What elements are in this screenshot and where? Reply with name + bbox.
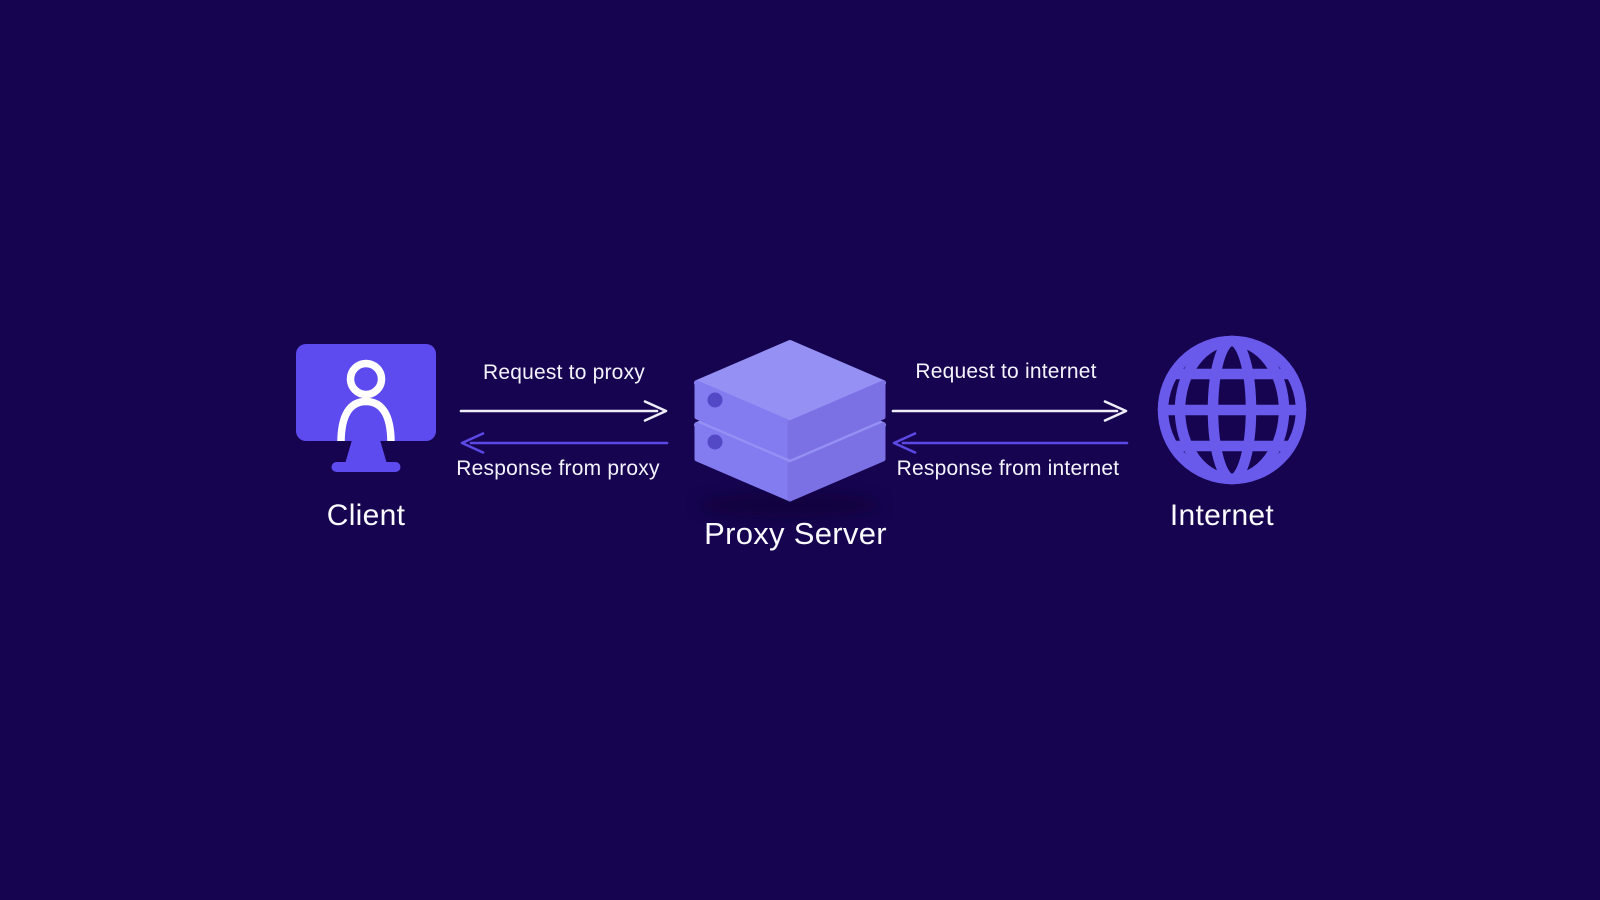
internet-label: Internet [1169,499,1275,532]
client-label: Client [326,499,406,532]
proxy-server-label: Proxy Server [704,516,887,551]
arrow-right-icon [459,400,668,422]
response-from-proxy-label: Response from proxy [456,457,660,480]
request-to-internet-label: Request to internet [915,360,1097,383]
globe-icon [1157,335,1307,485]
arrow-left-icon [892,432,1129,454]
server-stack-icon [685,333,895,545]
person-icon [337,359,395,441]
request-to-proxy-label: Request to proxy [483,361,645,384]
arrow-left-icon [460,432,669,454]
monitor-stand [345,440,387,464]
response-from-internet-label: Response from internet [896,457,1120,480]
monitor-base [331,462,401,472]
monitor-user-icon [296,344,436,472]
arrow-right-icon [891,400,1128,422]
